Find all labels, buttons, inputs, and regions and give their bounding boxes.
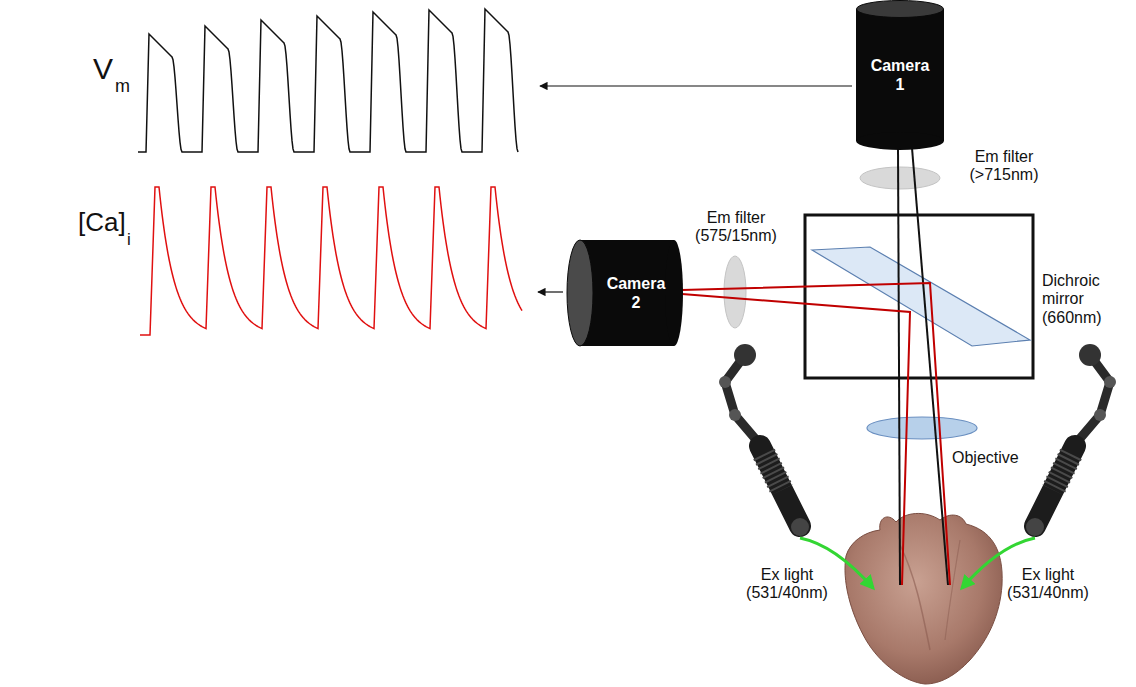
camera-cylinder [665, 240, 683, 346]
lamp-joint [1104, 376, 1116, 388]
lamp-lens [1026, 518, 1044, 536]
camera: Camera 1 [856, 0, 944, 150]
filter-label: Em filter (575/15nm) [692, 209, 780, 246]
calcium-trace [140, 187, 522, 335]
lamp-joint [719, 376, 731, 388]
camera-face [567, 240, 593, 346]
light-path [682, 294, 910, 585]
emission-filter [860, 167, 940, 189]
camera-cylinder [580, 240, 674, 346]
camera-cylinder [856, 9, 944, 141]
filter-label: Em filter (>715nm) [966, 148, 1042, 185]
signal-arrow [540, 85, 852, 86]
camera-body [566, 238, 684, 348]
camera-top [857, 1, 944, 18]
lamp-knob [1079, 344, 1101, 366]
light-label: Ex light (531/40nm) [1004, 566, 1092, 603]
lamp-arm [1077, 355, 1110, 442]
lamp-grip [1053, 454, 1071, 490]
objective-label: Objective [952, 449, 1019, 467]
signal-arrow [538, 291, 563, 292]
lamp-joint [729, 409, 741, 421]
heart [845, 513, 1002, 684]
camera-body [856, 0, 944, 150]
light-label: Ex light (531/40nm) [744, 566, 830, 603]
heart-outline [845, 513, 1002, 684]
camera: Camera 2 [566, 238, 684, 348]
mirror-label: Dichroic mirror (660nm) [1042, 272, 1110, 327]
lamp-body [1035, 446, 1075, 526]
heart-vessel [900, 545, 930, 650]
lamp-body [760, 446, 800, 526]
signal-subscript: m [115, 76, 130, 97]
vm-trace [138, 9, 518, 152]
lamp-arm [725, 355, 758, 442]
camera-cylinder [856, 132, 944, 150]
emission-filter [724, 256, 746, 328]
lamp-lens [791, 518, 809, 536]
signal-name: V [93, 52, 113, 87]
objective-lens [867, 417, 977, 439]
lamp-joint [1094, 409, 1106, 421]
light-path [912, 148, 948, 585]
lamp-grip [764, 454, 782, 490]
excitation-lamp [719, 344, 809, 536]
camera-label: Camera 2 [603, 274, 669, 312]
camera-label: Camera 1 [867, 56, 933, 94]
signal-subscript: i [127, 230, 131, 250]
light-path [898, 148, 900, 585]
signal-name: [Ca] [78, 208, 126, 238]
light-path [682, 283, 950, 585]
lamp-knob [734, 344, 756, 366]
excitation-lamp [1026, 344, 1116, 536]
